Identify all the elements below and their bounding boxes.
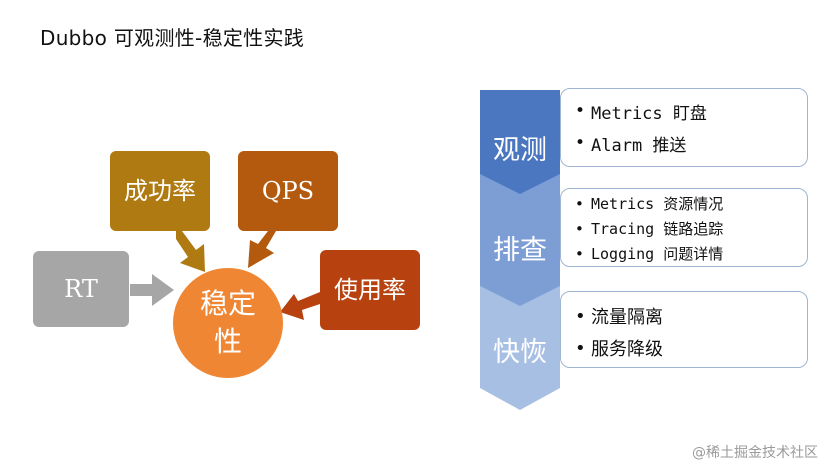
list-item: •Logging 问题详情 bbox=[575, 244, 724, 264]
metric-usage-rate-box: 使用率 bbox=[320, 250, 420, 330]
arrow-usage-to-center bbox=[280, 292, 320, 320]
list-item: •Alarm 推送 bbox=[575, 133, 687, 156]
list-item: •流量隔离 bbox=[575, 305, 663, 329]
metric-success-rate-box: 成功率 bbox=[110, 151, 210, 231]
phase-label-recover: 快恢 bbox=[493, 337, 547, 368]
arrow-rt-to-center bbox=[130, 274, 174, 306]
phase-label-observe: 观测 bbox=[493, 135, 547, 166]
list-item: •Metrics 盯盘 bbox=[575, 101, 707, 124]
observe-panel: •Metrics 盯盘 •Alarm 推送 bbox=[560, 88, 808, 167]
arrow-success-to-center bbox=[170, 231, 205, 272]
stability-circle: 稳定性 bbox=[173, 268, 283, 378]
phase-label-investigate: 排查 bbox=[493, 235, 547, 266]
page-title: Dubbo 可观测性-稳定性实践 bbox=[40, 26, 305, 50]
list-item: •Metrics 资源情况 bbox=[575, 194, 724, 214]
investigate-panel: •Metrics 资源情况 •Tracing 链路追踪 •Logging 问题详… bbox=[560, 188, 808, 267]
metric-rt-box: RT bbox=[33, 251, 129, 327]
recover-panel: •流量隔离 •服务降级 bbox=[560, 291, 808, 368]
list-item: •Tracing 链路追踪 bbox=[575, 219, 724, 239]
watermark: @稀土掘金技术社区 bbox=[692, 445, 818, 461]
metric-qps-box: QPS bbox=[238, 151, 338, 231]
list-item: •服务降级 bbox=[575, 337, 663, 361]
arrow-qps-to-center bbox=[248, 231, 276, 268]
